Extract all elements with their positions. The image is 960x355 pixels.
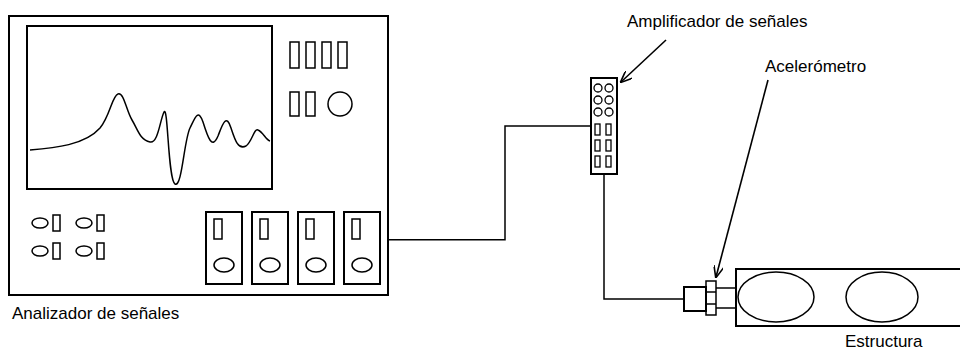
node-label: Acelerómetro <box>765 57 866 77</box>
amplifier-box: Amplificador de señales <box>590 77 618 175</box>
signal-cable <box>389 126 590 240</box>
structure-holes <box>738 272 918 322</box>
analyzer-controls <box>32 42 380 284</box>
analyzer-screen <box>27 26 272 189</box>
node-label: Analizador de señales <box>12 304 179 324</box>
leader-arrow <box>621 40 666 82</box>
signal-cable <box>604 175 683 299</box>
accelerometer-nut <box>706 281 735 315</box>
node-label: Amplificador de señales <box>627 12 807 32</box>
leader-arrow <box>716 80 768 277</box>
analyzer-box: Analizador de señales <box>8 15 389 296</box>
node-label: Estructura <box>845 332 922 352</box>
amplifier-controls <box>594 84 613 167</box>
accelerometer-box: Acelerómetro <box>683 286 707 312</box>
structure-box: Estructura <box>735 268 960 327</box>
